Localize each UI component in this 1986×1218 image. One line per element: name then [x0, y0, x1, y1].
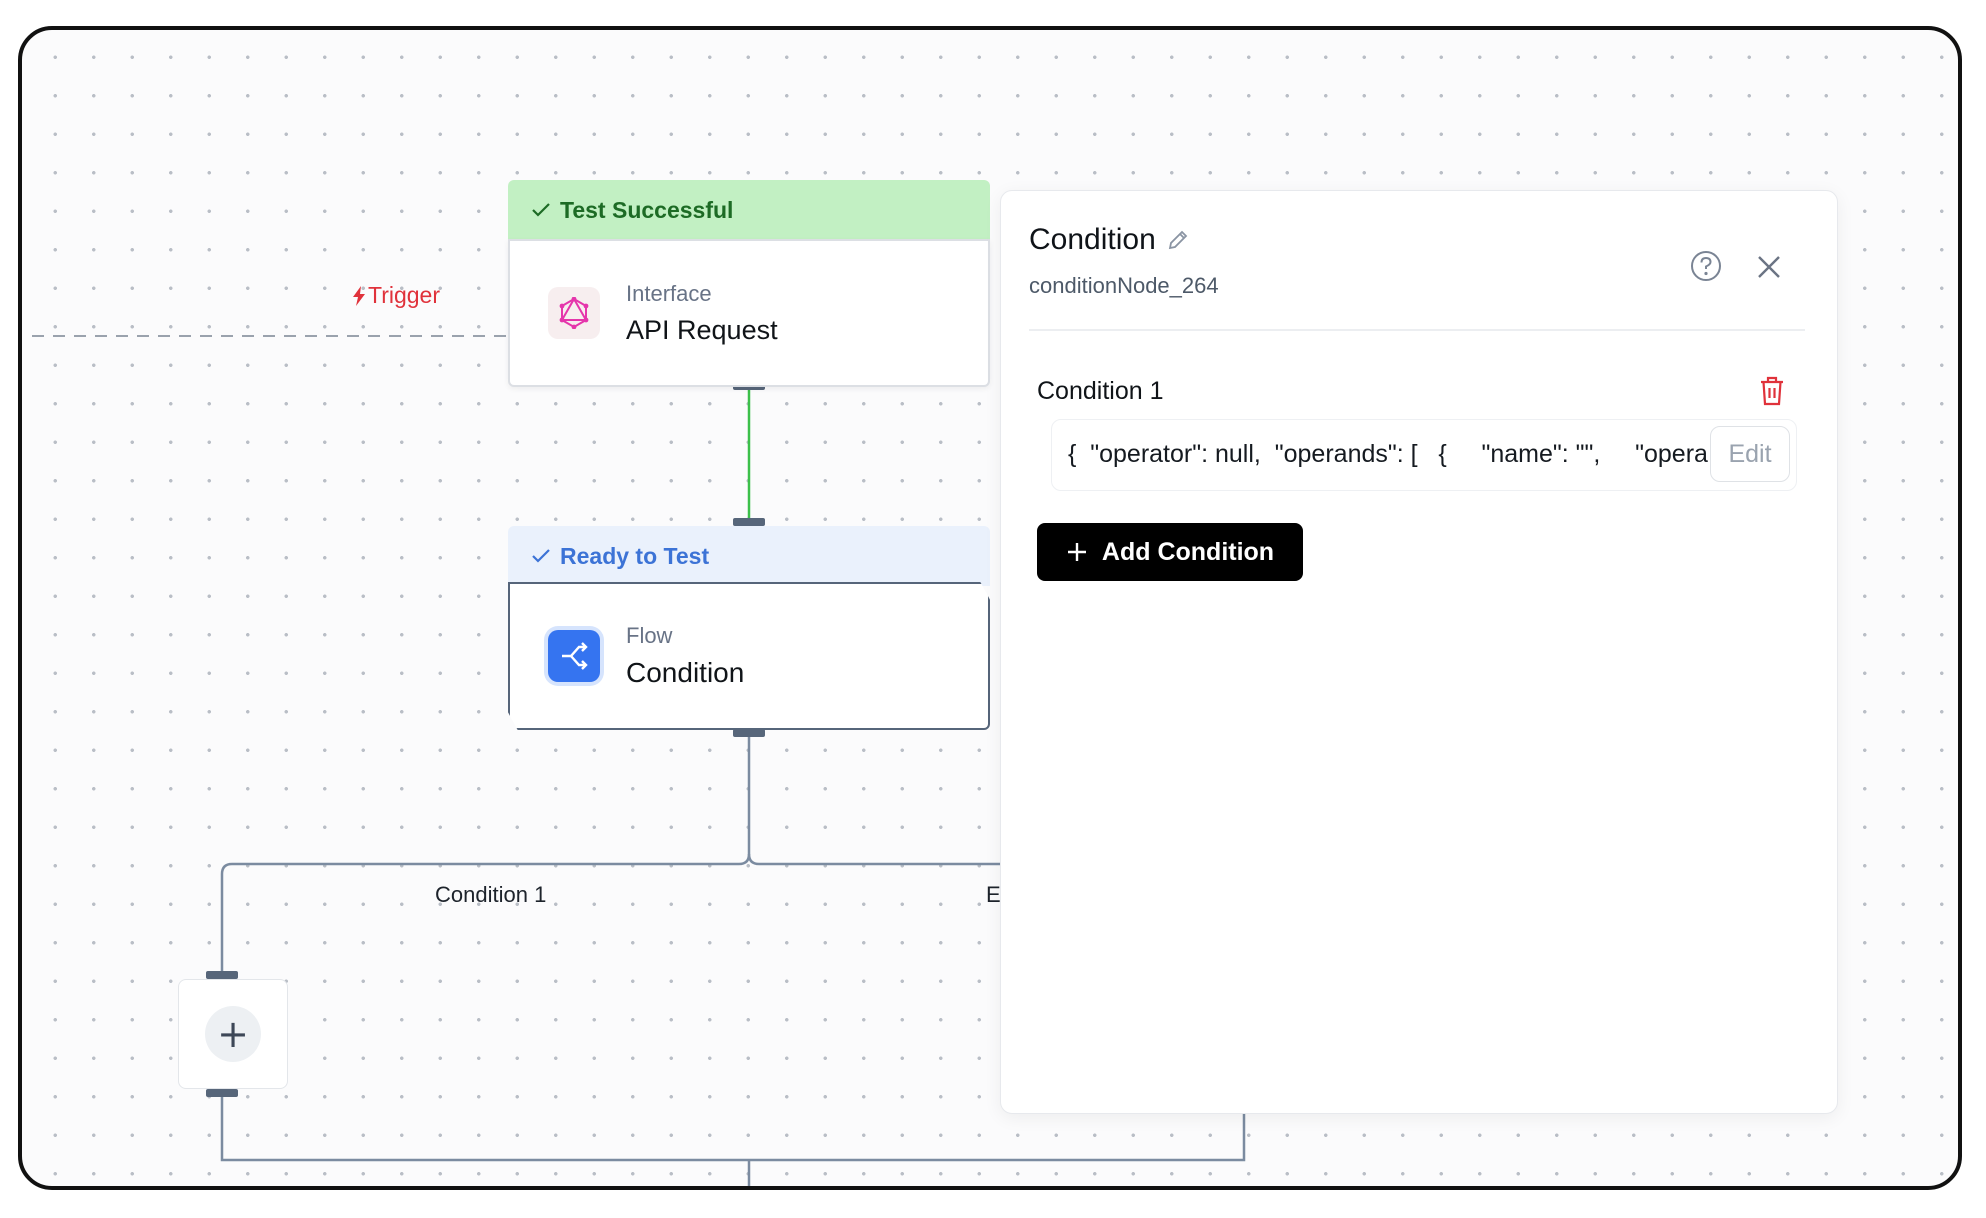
add-node-output-handle: [206, 1089, 238, 1097]
condition-node-status: Ready to Test: [560, 542, 710, 569]
condition-node-text: Flow Condition: [626, 623, 744, 689]
pencil-icon[interactable]: [1166, 228, 1190, 252]
check-icon: [532, 203, 550, 217]
branch-label-condition-1: Condition 1: [435, 882, 547, 907]
condition-config-panel: Condition conditionNode_264 Condition 1: [1000, 190, 1838, 1114]
condition-1-expression: { "operator": null, "operands": [ { "nam…: [1068, 440, 1708, 468]
panel-title: Condition: [1029, 223, 1156, 256]
panel-title-row: Condition: [1029, 223, 1190, 257]
trash-icon[interactable]: [1759, 376, 1785, 406]
else-edge: [747, 853, 1002, 866]
plus-icon: [1067, 543, 1086, 561]
condition-node[interactable]: Flow Condition: [508, 582, 990, 730]
condition-node-kind: Flow: [626, 623, 673, 648]
edges-layer: [32, 335, 1246, 1186]
add-condition-label: Add Condition: [1101, 537, 1275, 566]
api-node-kind: Interface: [626, 280, 712, 306]
api-node-status-bar: Test Successful: [508, 180, 990, 240]
condition-1-edge: [220, 737, 751, 975]
api-request-node[interactable]: Interface API Request: [508, 239, 990, 387]
help-icon[interactable]: [1689, 249, 1723, 283]
condition-1-title: Condition 1: [1037, 377, 1164, 405]
check-icon: [532, 549, 550, 563]
add-step-button[interactable]: +: [205, 1006, 261, 1062]
add-step-node[interactable]: +: [178, 979, 288, 1089]
trigger-text: Trigger: [368, 282, 440, 308]
add-node-input-handle: [206, 971, 238, 979]
trigger-label: Trigger: [352, 282, 440, 309]
graphql-icon: [548, 287, 600, 339]
panel-node-id: conditionNode_264: [1029, 273, 1219, 298]
branch-icon: [548, 630, 600, 682]
close-icon[interactable]: [1755, 253, 1783, 281]
add-condition-button[interactable]: Add Condition: [1037, 523, 1303, 581]
condition-1-expression-box[interactable]: { "operator": null, "operands": [ { "nam…: [1051, 419, 1797, 491]
bolt-icon: [353, 285, 365, 306]
plus-icon: +: [217, 1012, 249, 1056]
condition-output-handle: [733, 729, 765, 737]
panel-divider: [1029, 329, 1805, 331]
api-node-status: Test Successful: [560, 196, 734, 223]
api-node-title: API Request: [626, 314, 778, 345]
edit-condition-button[interactable]: Edit: [1710, 426, 1790, 482]
branch-label-else: E: [986, 882, 1001, 907]
workflow-canvas-frame: Trigger Test Successful Interface A: [18, 26, 1962, 1190]
workflow-canvas[interactable]: Trigger Test Successful Interface A: [22, 30, 1958, 1186]
condition-node-title: Condition: [626, 657, 745, 688]
api-node-text: Interface API Request: [626, 281, 778, 346]
merge-edge: [220, 1097, 1246, 1162]
condition-input-handle: [733, 518, 765, 526]
condition-node-status-bar: Ready to Test: [508, 526, 990, 586]
